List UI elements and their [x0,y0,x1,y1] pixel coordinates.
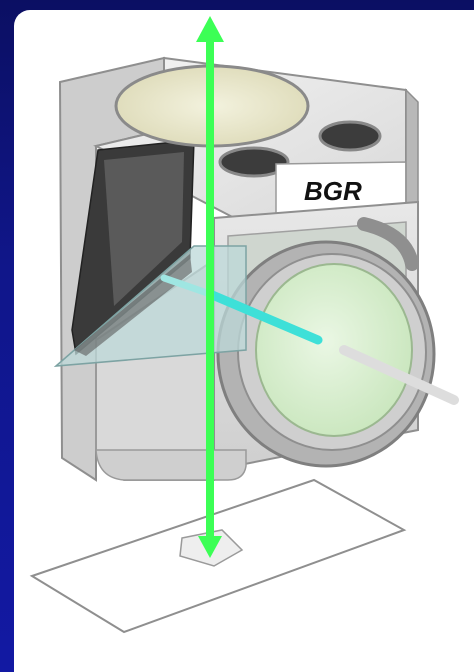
top-port-small-right [320,122,380,150]
light-beam-arrow-up [196,16,224,42]
specimen-slide [32,480,404,632]
excitation-filter-lens [256,264,412,436]
filter-cube-diagram: BGR [14,10,474,672]
filter-cube: BGR [56,58,434,480]
diagram-panel: BGR [14,10,474,672]
cube-base [96,450,246,480]
cube-label: BGR [304,176,362,206]
cube-right-rim [406,90,418,220]
